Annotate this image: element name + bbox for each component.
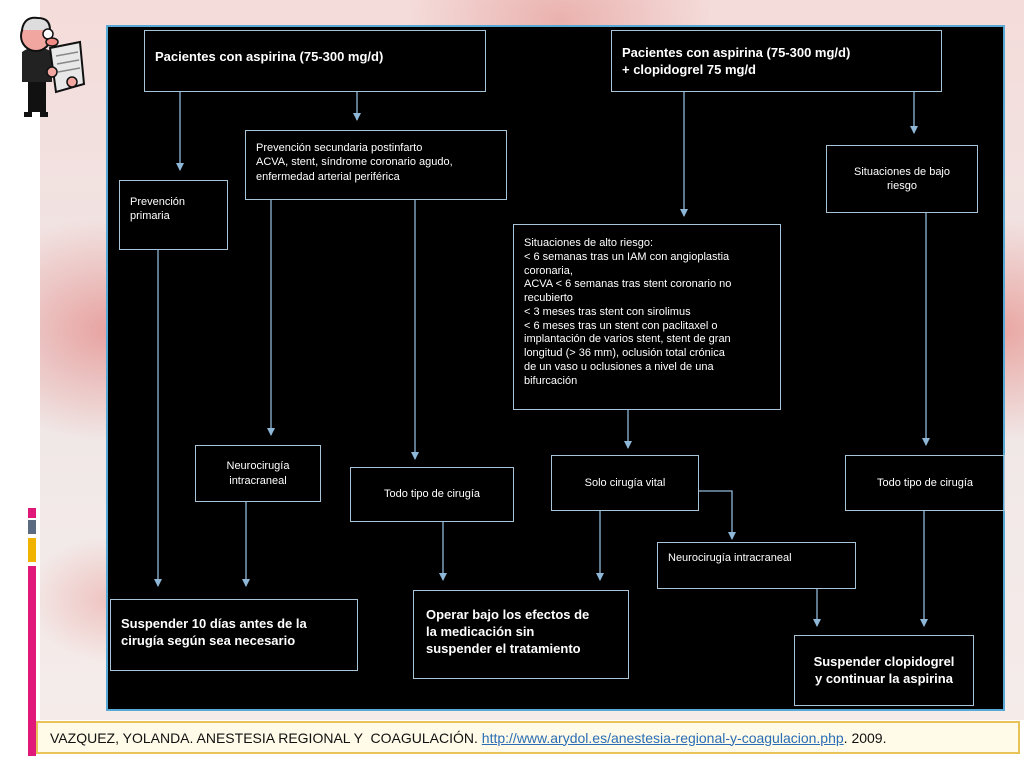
node-suspend-clopidogrel: Suspender clopidogrel y continuar la asp… [794, 635, 974, 706]
node-secondary-prevention: Prevención secundaria postinfarto ACVA, … [245, 130, 507, 200]
caption-suffix: . 2009. [843, 729, 887, 746]
node-operate-under-medication: Operar bajo los efectos de la medicación… [413, 590, 629, 679]
node-suspend-10-days: Suspender 10 días antes de la cirugía se… [110, 599, 358, 671]
node-aspirin: Pacientes con aspirina (75-300 mg/d) [144, 30, 486, 92]
reading-man-icon [20, 16, 86, 117]
node-neurosurgery-1: Neurocirugía intracraneal [195, 445, 321, 502]
accent-bar-pink [28, 508, 36, 518]
accent-bar-gray [28, 520, 36, 534]
node-all-surgery-1: Todo tipo de cirugía [350, 467, 514, 522]
source-caption: VAZQUEZ, YOLANDA. ANESTESIA REGIONAL Y C… [36, 721, 1020, 754]
edge-vital-neuro2 [698, 490, 736, 540]
accent-bars [28, 508, 38, 756]
node-primary-prevention: Prevención primaria [119, 180, 228, 250]
node-vital-surgery-only: Solo cirugía vital [551, 455, 699, 511]
node-neurosurgery-2: Neurocirugía intracraneal [657, 542, 856, 589]
accent-bar-yellow [28, 538, 36, 562]
node-low-risk: Situaciones de bajo riesgo [826, 145, 978, 213]
caption-link[interactable]: http://www.arydol.es/anestesia-regional-… [481, 729, 844, 746]
caption-prefix: VAZQUEZ, YOLANDA. ANESTESIA REGIONAL Y C… [50, 729, 482, 746]
node-high-risk: Situaciones de alto riesgo: < 6 semanas … [513, 224, 781, 410]
flowchart-panel: Pacientes con aspirina (75-300 mg/d) Pac… [106, 25, 1005, 711]
node-all-surgery-2: Todo tipo de cirugía [845, 455, 1005, 511]
node-aspirin-clopidogrel: Pacientes con aspirina (75-300 mg/d) + c… [611, 30, 942, 92]
accent-bar-pink-long [28, 566, 36, 756]
flowchart-arrows [154, 92, 930, 627]
